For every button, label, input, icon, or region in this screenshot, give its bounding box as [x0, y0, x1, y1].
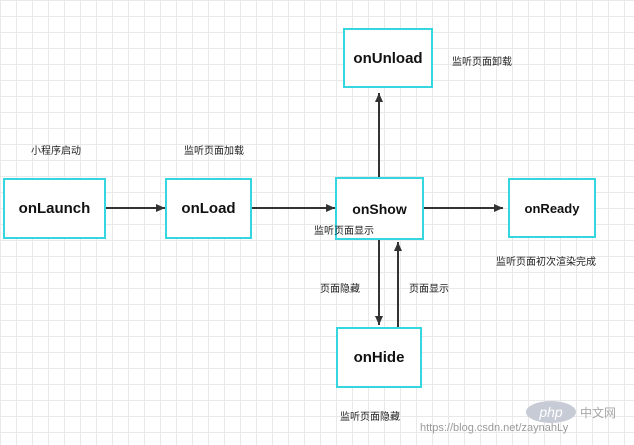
node-onlaunch: onLaunch: [3, 178, 106, 239]
node-onlaunch-label: onLaunch: [18, 200, 91, 217]
node-onload-label: onLoad: [181, 200, 236, 217]
node-onload: onLoad: [165, 178, 252, 239]
php-logo: php: [526, 401, 576, 423]
note-hide-action: 页面隐藏: [320, 284, 360, 295]
note-show-action: 页面显示: [409, 284, 449, 295]
node-onhide-label: onHide: [353, 349, 405, 366]
note-show: 监听页面显示: [314, 226, 374, 237]
node-onready: onReady: [508, 178, 596, 238]
note-unload: 监听页面卸载: [452, 57, 512, 68]
node-onshow: onShow: [335, 177, 424, 240]
node-onhide: onHide: [336, 327, 422, 388]
php-site-name: 中文网: [580, 406, 617, 420]
node-onshow-label: onShow: [352, 200, 407, 217]
note-hide: 监听页面隐藏: [340, 412, 400, 423]
php-logo-text: php: [539, 404, 563, 420]
node-onready-label: onReady: [524, 200, 580, 216]
note-launch: 小程序启动: [31, 146, 81, 157]
node-onunload-label: onUnload: [353, 49, 423, 67]
note-load: 监听页面加载: [184, 146, 244, 157]
node-onunload: onUnload: [343, 28, 433, 88]
note-ready: 监听页面初次渲染完成: [496, 257, 596, 268]
watermark-url: https://blog.csdn.net/zaynahLy: [420, 422, 569, 434]
